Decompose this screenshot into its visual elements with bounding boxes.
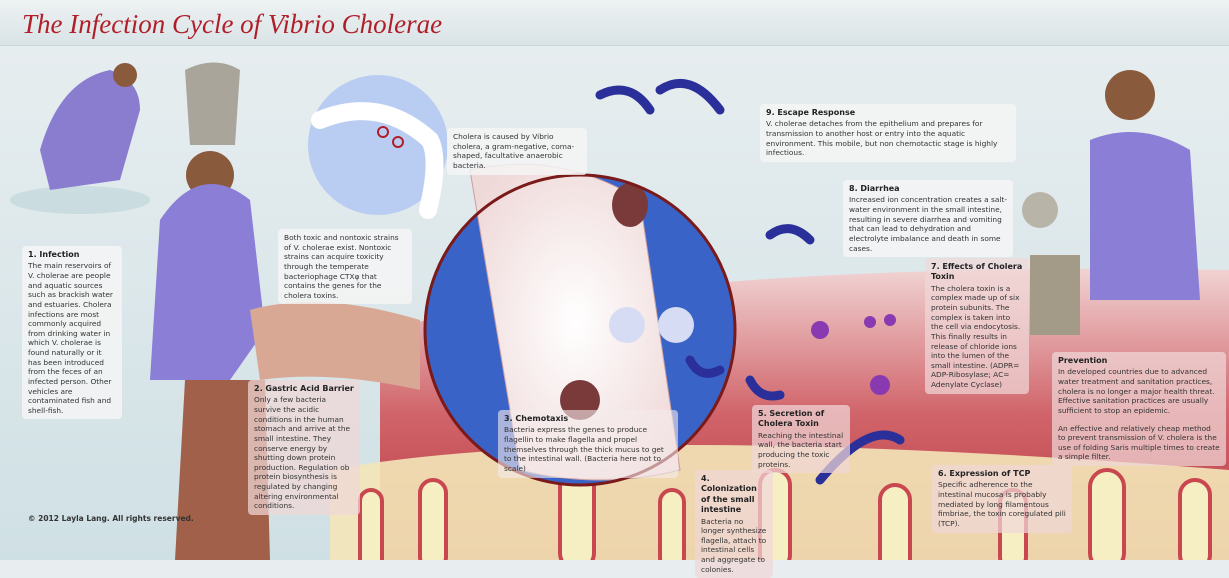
diarrhea-info-box: 8. Diarrhea Increased ion concentration … bbox=[843, 180, 1013, 258]
effects-heading: 7. Effects of Cholera Toxin bbox=[931, 262, 1023, 282]
diarrhea-heading: 8. Diarrhea bbox=[849, 184, 900, 193]
prevention-text-2: An effective and relatively cheap method… bbox=[1058, 423, 1220, 462]
copyright: © 2012 Layla Lang. All rights reserved. bbox=[28, 514, 194, 523]
colonization-info-box: 4. Colonization of the small intestine B… bbox=[695, 470, 773, 578]
tcp-heading: 6. Expression of TCP bbox=[938, 469, 1031, 478]
secretion-info-box: 5. Secretion of Cholera Toxin Reaching t… bbox=[752, 405, 850, 474]
escape-heading: 9. Escape Response bbox=[766, 108, 856, 117]
chemotaxis-text: Bacteria express the genes to produce fl… bbox=[504, 425, 664, 473]
escape-text: V. cholerae detaches from the epithelium… bbox=[766, 119, 998, 158]
diarrhea-text: Increased ion concentration creates a sa… bbox=[849, 195, 1007, 253]
colonization-text: Bacteria no longer synthesize flagella, … bbox=[701, 516, 767, 574]
gastric-heading: 2. Gastric Acid Barrier bbox=[254, 384, 354, 393]
chemotaxis-heading: 3. Chemotaxis bbox=[504, 414, 569, 423]
header-band bbox=[0, 0, 1229, 46]
gastric-info-box: 2. Gastric Acid Barrier Only a few bacte… bbox=[248, 380, 360, 515]
secretion-heading: 5. Secretion of Cholera Toxin bbox=[758, 409, 825, 429]
cause-info-box: Cholera is caused by Vibrio cholera, a g… bbox=[447, 128, 587, 175]
strains-text: Both toxic and nontoxic strains of V. ch… bbox=[284, 233, 399, 300]
woman-collecting-water bbox=[10, 63, 150, 214]
effects-text: The cholera toxin is a complex made up o… bbox=[931, 283, 1021, 390]
prevention-heading: Prevention bbox=[1058, 356, 1108, 365]
colonization-heading: 4. Colonization of the small intestine bbox=[701, 474, 757, 515]
page-title: The Infection Cycle of Vibrio Cholerae bbox=[22, 9, 443, 39]
tcp-text: Specific adherence to the intestinal muc… bbox=[938, 480, 1066, 528]
intestinal-wall-magnified bbox=[423, 163, 737, 487]
cause-text: Cholera is caused by Vibrio cholera, a g… bbox=[453, 132, 575, 170]
strains-info-box: Both toxic and nontoxic strains of V. ch… bbox=[278, 229, 412, 305]
secretion-text: Reaching the intestinal wall, the bacter… bbox=[758, 430, 844, 469]
escape-info-box: 9. Escape Response V. cholerae detaches … bbox=[760, 104, 1016, 162]
effects-info-box: 7. Effects of Cholera Toxin The cholera … bbox=[925, 258, 1029, 394]
woman-filtering-water bbox=[1022, 70, 1200, 335]
infection-heading: 1. Infection bbox=[28, 250, 80, 259]
tcp-info-box: 6. Expression of TCP Specific adherence … bbox=[932, 465, 1072, 533]
prevention-text: In developed countries due to advanced w… bbox=[1058, 367, 1215, 415]
bacterium-magnified bbox=[308, 75, 448, 219]
infection-text: The main reservoirs of V. cholerae are p… bbox=[28, 261, 113, 415]
toxin-particles bbox=[811, 314, 896, 395]
gastric-text: Only a few bacteria survive the acidic c… bbox=[254, 395, 351, 511]
prevention-info-box: Prevention In developed countries due to… bbox=[1052, 352, 1226, 467]
chemotaxis-info-box: 3. Chemotaxis Bacteria express the genes… bbox=[498, 410, 678, 478]
infection-info-box: 1. Infection The main reservoirs of V. c… bbox=[22, 246, 122, 420]
woman-carrying-pot bbox=[150, 62, 420, 560]
